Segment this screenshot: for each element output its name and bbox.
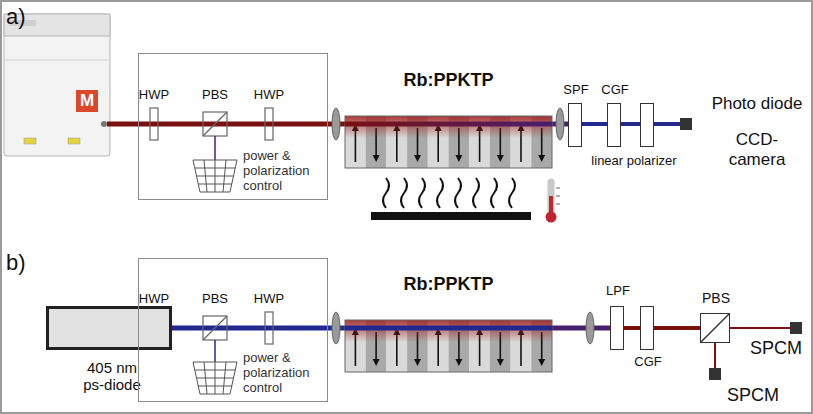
component-label: SPCM: [727, 385, 779, 406]
beam-in-crystal: [345, 326, 552, 331]
panel-label: a): [6, 4, 26, 29]
beam: [582, 122, 607, 126]
crystal-domains: [345, 320, 552, 372]
laser-beam: [107, 122, 138, 127]
component-label: Rb:PPKTP: [404, 70, 494, 91]
component-label: HWP: [139, 292, 169, 307]
component-label: Photo diode: [712, 94, 803, 114]
component-label: SPCM: [750, 338, 802, 359]
component-label: LPF: [606, 284, 630, 299]
filter: SPF: [568, 103, 582, 147]
beam: [654, 326, 700, 330]
filter: CGF: [640, 306, 654, 350]
component-label: HWP: [139, 88, 169, 103]
beam: [621, 122, 640, 126]
filter: LPF: [610, 306, 624, 350]
lens: [332, 108, 340, 140]
beam: [654, 122, 680, 126]
lens: [586, 312, 594, 344]
heater: [372, 178, 530, 219]
component-label: HWP: [254, 88, 284, 103]
component-label: power & polarization control: [243, 351, 325, 396]
lens: [332, 312, 340, 344]
laser-head: [4, 14, 110, 156]
component-label: PBS: [702, 290, 730, 306]
spcm-detector: SPCM: [709, 368, 721, 380]
filter: CGF: [607, 103, 621, 147]
component-label: CGF: [634, 355, 661, 370]
component-label: Rb:PPKTP: [404, 274, 494, 295]
crystal: Rb:PPKTP: [345, 116, 552, 168]
component-label: HWP: [254, 292, 284, 307]
splitter-diagonal: [701, 314, 729, 342]
beam-splitter: PBS: [700, 313, 730, 343]
crystal: Rb:PPKTP: [345, 320, 552, 372]
panel-label: b): [6, 250, 26, 275]
component-label: SPF: [563, 83, 588, 98]
thermometer: [546, 182, 561, 223]
control-box: power & polarization control: [138, 258, 328, 402]
lens: [556, 108, 564, 140]
beam: [552, 326, 610, 331]
beam: [624, 326, 640, 330]
component-label: power & polarization control: [243, 149, 325, 194]
crystal-domains: [345, 116, 552, 168]
beam: [730, 327, 790, 329]
control-box: power & polarization control: [138, 53, 328, 200]
spcm-detector: SPCM: [790, 322, 802, 334]
component-label: linear polarizer: [591, 154, 676, 169]
logo: M: [76, 90, 98, 112]
beam-in-crystal: [345, 122, 552, 127]
waveplates-a: [138, 108, 328, 192]
component-label: CCD-camera: [725, 130, 789, 169]
diode-laser: 405 nm ps-diode: [46, 306, 172, 350]
component-label: CGF: [601, 83, 628, 98]
component-label: PBS: [202, 292, 228, 307]
component-label: PBS: [202, 88, 228, 103]
detector: Photo diodeCCD-camera: [680, 118, 692, 130]
polarizer: linear polarizer: [640, 103, 654, 147]
beam: [714, 343, 716, 368]
